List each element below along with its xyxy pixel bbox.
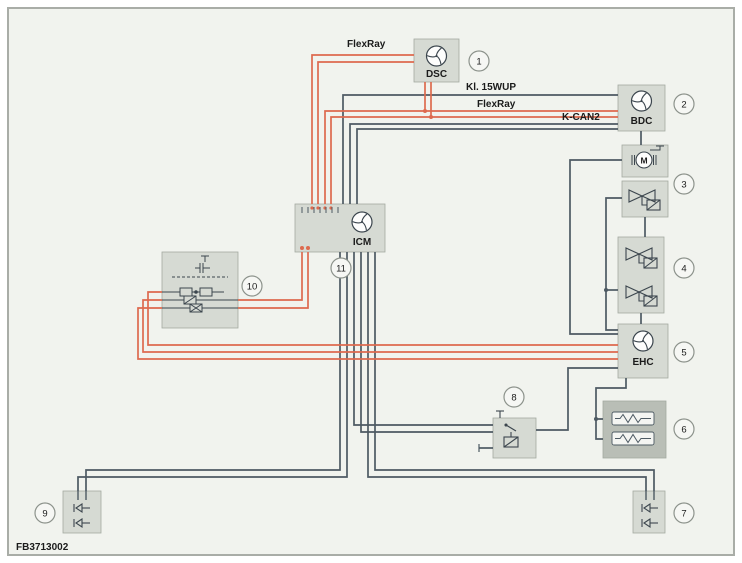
wire-flexray-ehc-3 (137, 307, 618, 360)
callout-7: 7 (673, 502, 695, 524)
wire-ehc-resistor-2 (595, 419, 603, 440)
callout-4: 4 (673, 257, 695, 279)
kl15wup-label: Kl. 15WUP (466, 82, 516, 93)
callout-6: 6 (673, 418, 695, 440)
callout-1: 1 (468, 50, 490, 72)
wire-kcan2-1 (349, 123, 618, 204)
icm-label: ICM (353, 237, 371, 248)
flexray-top-label: FlexRay (347, 39, 386, 50)
junction-dot (429, 115, 433, 119)
ecu-icon (632, 330, 654, 352)
junction-dot (423, 109, 427, 113)
flexray-wire-group (137, 54, 618, 360)
dsc-module: DSC (425, 45, 448, 80)
callout-badges: 1 2 3 4 5 6 7 8 (34, 50, 695, 524)
wire-flexray-dsc-2 (317, 61, 414, 204)
wire-relay-feed-2 (360, 252, 493, 433)
wire-labels: FlexRay Kl. 15WUP FlexRay K-CAN2 (347, 39, 600, 123)
callout-2: 2 (673, 93, 695, 115)
motor-actuator: M (631, 145, 664, 169)
callout-6-num: 6 (681, 425, 686, 436)
ecu-icon (351, 211, 373, 233)
wire-bus-right-1 (367, 252, 647, 491)
signal-junctions (594, 288, 608, 421)
signal-wire-group (77, 94, 655, 491)
motor-icon (635, 151, 653, 169)
wire-motor-ehc (569, 159, 622, 335)
icm-pin-row (301, 207, 339, 213)
callout-4-num: 4 (681, 264, 686, 275)
diagram-frame (7, 7, 735, 556)
sensor-right-leads (645, 491, 655, 500)
kcan2-label: K-CAN2 (562, 112, 600, 123)
flexray-mid-label: FlexRay (477, 99, 516, 110)
wire-flexray-bdc-1 (324, 110, 618, 204)
callout-8-num: 8 (511, 393, 516, 404)
callout-11-num: 11 (336, 264, 346, 275)
wire-bus-right-2 (374, 252, 655, 491)
sensor-right (641, 491, 659, 528)
callout-3: 3 (673, 173, 695, 195)
callout-2-num: 2 (681, 100, 686, 111)
bdc-label: BDC (631, 116, 653, 127)
callout-3-num: 3 (681, 180, 686, 191)
wire-flexray-dsc-1 (311, 54, 414, 204)
distribution-module (162, 255, 238, 313)
ehc-module: EHC (632, 330, 654, 368)
sensor-left (73, 491, 91, 528)
wire-flexray-bdc-2 (330, 116, 618, 204)
callout-5: 5 (673, 341, 695, 363)
sensor-left-leads (77, 491, 87, 500)
wire-kl15wup (342, 94, 618, 204)
ehc-label: EHC (632, 357, 653, 368)
pin-dot (316, 206, 320, 210)
wire-relay-feed-1 (353, 252, 493, 426)
wire-ehc-resistor-1 (595, 378, 627, 420)
callout-11: 11 (330, 257, 352, 279)
callout-9-num: 9 (42, 509, 47, 520)
wire-valve-ehc (605, 197, 622, 331)
wire-relay-ehc (536, 367, 618, 431)
wire-flexray-ehc-2 (142, 299, 618, 353)
motor-label: M (640, 156, 647, 166)
dsc-label: DSC (426, 69, 447, 80)
relay-box (492, 417, 537, 459)
pin-dot (310, 206, 314, 210)
figure-id: FB3713002 (16, 542, 69, 553)
relay-icon (496, 410, 519, 448)
pin-dot (300, 246, 304, 250)
callout-5-num: 5 (681, 348, 686, 359)
callout-10: 10 (241, 275, 263, 297)
motor-terminals (631, 145, 664, 165)
callout-9: 9 (34, 502, 56, 524)
junction-dot (604, 288, 608, 292)
callout-1-num: 1 (476, 57, 481, 68)
wire-bus-left-1 (85, 252, 341, 491)
callout-7-num: 7 (681, 509, 686, 520)
wire-flexray-dist-1 (238, 252, 303, 301)
pin-dot (306, 246, 310, 250)
ecu-icon (425, 45, 448, 67)
relay-module (496, 410, 519, 448)
icm-module: ICM (301, 207, 373, 248)
ecu-icon (630, 90, 653, 112)
wire-kcan2-2 (356, 128, 618, 204)
junction-dot (594, 417, 598, 421)
wire-flexray-dist-2 (238, 252, 309, 309)
bdc-module: BDC (630, 90, 653, 127)
callout-8: 8 (503, 386, 525, 408)
distribution-icons (162, 255, 238, 313)
wire-flexray-ehc-1 (147, 291, 618, 346)
wire-bus-left-2 (77, 252, 348, 491)
callout-10-num: 10 (247, 282, 258, 293)
resistor-unit-box (602, 400, 667, 459)
